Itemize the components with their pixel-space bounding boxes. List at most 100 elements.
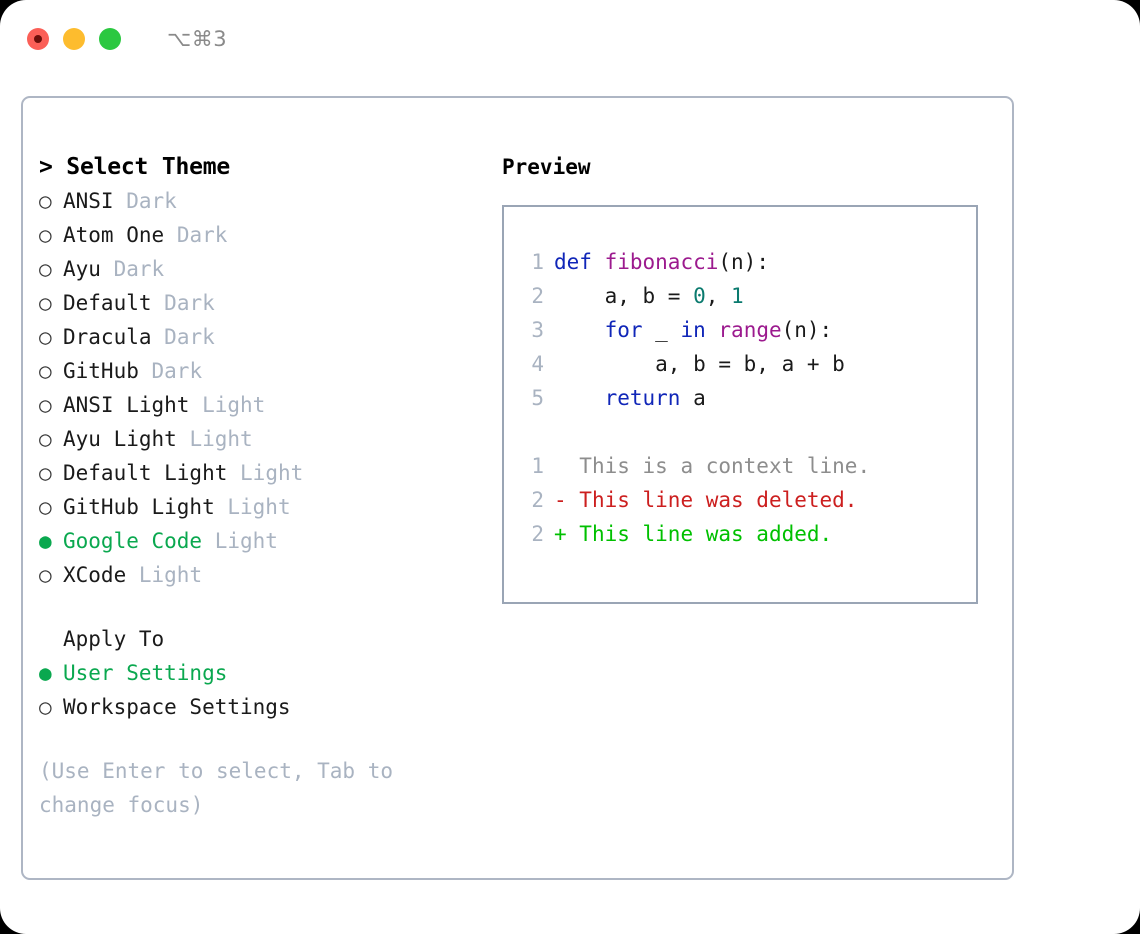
theme-option-ansi[interactable]: ○ ANSI Dark [39, 184, 489, 218]
theme-option-label: GitHub [63, 359, 139, 383]
select-theme-heading: > Select Theme [39, 154, 231, 180]
preview-heading: Preview [502, 155, 591, 179]
close-button[interactable] [27, 28, 49, 50]
theme-option-ayu-light[interactable]: ○ Ayu Light Light [39, 422, 489, 456]
theme-option-label: ANSI [63, 189, 114, 213]
code-token-kw: for [604, 318, 643, 342]
code-token-pl: a, b = b, a + b [554, 352, 845, 376]
code-token-kw: return [604, 386, 681, 410]
radio-unselected-icon: ○ [39, 563, 52, 587]
code-token-pl [592, 250, 605, 274]
line-number: 3 [531, 318, 544, 342]
panel-columns: > Select Theme ○ANSI Dark○Atom One Dark○… [23, 98, 1012, 878]
theme-option-ansi-light[interactable]: ○ANSI Light Light [39, 388, 489, 422]
main-panel: > Select Theme ○ANSI Dark○Atom One Dark○… [21, 96, 1014, 880]
code-line: 4 a, b = b, a + b [518, 347, 976, 381]
theme-variant-tag: Light [214, 529, 278, 553]
diff-text: This is a context line. [579, 454, 871, 478]
theme-option-google-code[interactable]: ● Google Code Light [39, 524, 489, 558]
theme-option-github[interactable]: ○ GitHub Dark [39, 354, 489, 388]
theme-variant-tag: Dark [164, 325, 215, 349]
diff-sign: + [554, 522, 580, 546]
theme-variant-tag: Dark [126, 189, 177, 213]
theme-option-default[interactable]: ○Default Dark [39, 286, 489, 320]
code-token-pl: (n): [781, 318, 833, 342]
radio-selected-icon: ● [39, 661, 52, 685]
theme-option-label: Ayu Light [63, 427, 177, 451]
theme-variant-tag: Light [138, 563, 203, 587]
radio-unselected-icon: ○ [39, 291, 52, 315]
theme-variant-tag: Light [240, 461, 304, 485]
line-number: 2 [531, 284, 544, 308]
radio-unselected-icon: ○ [39, 223, 52, 247]
apply-to-heading: Apply To [63, 627, 165, 651]
code-token-num: 1 [731, 284, 744, 308]
apply-to-option-user-settings[interactable]: ● User Settings [39, 656, 489, 690]
code-line: 3 for _ in range(n): [518, 313, 976, 347]
theme-option-label: ANSI Light [63, 393, 190, 417]
diff-line-add: 2+ This line was added. [518, 517, 976, 551]
theme-option-label: Default Light [63, 461, 228, 485]
radio-unselected-icon: ○ [39, 359, 52, 383]
theme-variant-tag: Dark [176, 223, 228, 247]
theme-picker-column: > Select Theme ○ANSI Dark○Atom One Dark○… [39, 150, 489, 822]
theme-option-atom-one[interactable]: ○ Atom One Dark [39, 218, 489, 252]
line-number: 5 [531, 386, 544, 410]
theme-option-dracula[interactable]: ○Dracula Dark [39, 320, 489, 354]
diff-text: This line was deleted. [579, 488, 858, 512]
theme-variant-tag: Light [227, 495, 291, 519]
line-number: 1 [531, 454, 544, 478]
apply-to-option-workspace-settings[interactable]: ○ Workspace Settings [39, 690, 489, 724]
radio-selected-icon: ● [39, 529, 52, 553]
minimize-button[interactable] [63, 28, 85, 50]
theme-variant-tag: Light [189, 427, 253, 451]
diff-line-ctx: 1 This is a context line. [518, 449, 976, 483]
radio-unselected-icon: ○ [39, 461, 52, 485]
code-token-pl [554, 318, 605, 342]
theme-option-label: Google Code [63, 529, 203, 553]
code-token-pl [554, 386, 605, 410]
code-token-kw: def [554, 250, 592, 274]
theme-option-github-light[interactable]: ○GitHub Light Light [39, 490, 489, 524]
keyboard-hint-text: (Use Enter to select, Tab to change focu… [39, 759, 406, 817]
line-number: 4 [531, 352, 544, 376]
radio-unselected-icon: ○ [39, 393, 52, 417]
code-token-pl: , [705, 284, 732, 308]
theme-option-list[interactable]: ○ANSI Dark○Atom One Dark○Ayu Dark○Defaul… [39, 184, 489, 592]
radio-unselected-icon: ○ [39, 189, 52, 213]
code-token-fn: range [718, 318, 782, 342]
diff-sample: 1 This is a context line.2- This line wa… [518, 449, 976, 551]
theme-option-label: Ayu [63, 257, 101, 281]
code-token-pl: a, b = [554, 284, 694, 308]
code-token-pl: a [680, 386, 706, 410]
line-number: 1 [531, 250, 544, 274]
theme-option-label: XCode [63, 563, 127, 587]
code-line: 5 return a [518, 381, 976, 415]
theme-option-label: Atom One [63, 223, 165, 247]
traffic-light-group [27, 28, 121, 50]
keyboard-shortcut-label: ⌥⌘3 [167, 27, 228, 51]
theme-option-default-light[interactable]: ○ Default Light Light [39, 456, 489, 490]
theme-option-ayu[interactable]: ○Ayu Dark [39, 252, 489, 286]
apply-to-option-label: Workspace Settings [63, 695, 291, 719]
radio-unselected-icon: ○ [39, 427, 52, 451]
apply-to-option-label: User Settings [63, 661, 228, 685]
theme-variant-tag: Dark [151, 359, 203, 383]
theme-option-label: Dracula [63, 325, 152, 349]
code-token-pl [706, 318, 719, 342]
radio-unselected-icon: ○ [39, 257, 52, 281]
code-token-fn: fibonacci [604, 250, 719, 274]
title-bar: ⌥⌘3 [0, 0, 1140, 78]
code-token-pl: _ [642, 318, 681, 342]
radio-unselected-icon: ○ [39, 695, 52, 719]
apply-to-option-list[interactable]: ● User Settings ○ Workspace Settings [39, 656, 489, 724]
line-number: 2 [531, 488, 544, 512]
theme-option-xcode[interactable]: ○ XCode Light [39, 558, 489, 592]
code-token-pl: (n): [718, 250, 769, 274]
code-diff-spacer [518, 415, 976, 449]
maximize-button[interactable] [99, 28, 121, 50]
diff-text: This line was added. [579, 522, 833, 546]
